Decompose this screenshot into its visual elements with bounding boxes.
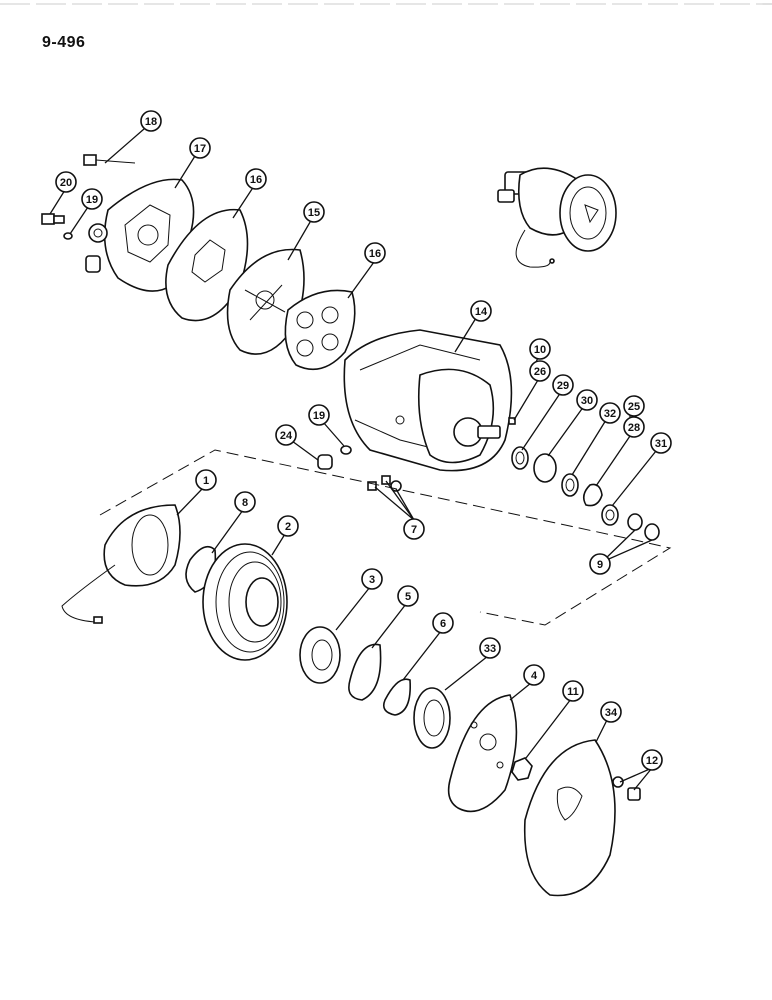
shim-33 — [413, 687, 451, 749]
callout-1: 1 — [195, 469, 217, 491]
shim-9a — [627, 513, 643, 531]
callout-16-left: 16 — [245, 168, 267, 190]
svg-text:7: 7 — [411, 524, 417, 536]
callout-31: 31 — [650, 432, 672, 454]
svg-text:8: 8 — [242, 497, 248, 509]
svg-text:19: 19 — [313, 410, 325, 422]
svg-text:3: 3 — [369, 574, 375, 586]
compressor-body-14 — [343, 329, 513, 472]
callout-32: 32 — [599, 402, 621, 424]
svg-text:5: 5 — [405, 591, 411, 603]
armature-plate-4 — [447, 694, 518, 813]
shim-9b — [644, 523, 660, 541]
callout-4: 4 — [523, 664, 545, 686]
pulley-2 — [202, 543, 288, 661]
seal-seat-32 — [561, 473, 579, 497]
snap-ring-28 — [582, 483, 603, 507]
callout-11: 11 — [562, 680, 584, 702]
svg-text:10: 10 — [534, 344, 546, 356]
callout-25: 25 — [623, 395, 645, 417]
svg-text:9: 9 — [597, 559, 603, 571]
o-ring-19-mid — [340, 445, 352, 455]
callout-12: 12 — [641, 749, 663, 771]
callout-6: 6 — [432, 612, 454, 634]
svg-text:16: 16 — [369, 248, 381, 260]
nut-11 — [511, 757, 533, 781]
bearing-3 — [299, 626, 341, 684]
svg-text:15: 15 — [308, 207, 320, 219]
svg-text:14: 14 — [475, 306, 488, 318]
callout-7: 7 — [403, 518, 425, 540]
svg-text:16: 16 — [250, 174, 262, 186]
cover-34 — [523, 739, 616, 897]
callout-18: 18 — [140, 110, 162, 132]
svg-text:1: 1 — [203, 475, 209, 487]
callout-2: 2 — [277, 515, 299, 537]
svg-text:25: 25 — [628, 401, 640, 413]
svg-text:24: 24 — [280, 430, 293, 442]
field-coil-1 — [61, 504, 181, 624]
callout-34: 34 — [600, 701, 622, 723]
callout-10: 10 — [529, 338, 551, 360]
callout-5: 5 — [397, 585, 419, 607]
gasket-16-right — [284, 289, 356, 371]
callout-19-mid: 19 — [308, 404, 330, 426]
svg-text:26: 26 — [534, 366, 546, 378]
callout-3: 3 — [361, 568, 383, 590]
callout-9: 9 — [589, 553, 611, 575]
svg-text:32: 32 — [604, 408, 616, 420]
callout-15: 15 — [303, 201, 325, 223]
callout-28: 28 — [623, 416, 645, 438]
callout-17: 17 — [189, 137, 211, 159]
callout-16-right: 16 — [364, 242, 386, 264]
callout-24: 24 — [275, 424, 297, 446]
felt-31 — [601, 504, 619, 526]
callout-20: 20 — [55, 171, 77, 193]
callout-19-top: 19 — [81, 188, 103, 210]
bolts-12 — [612, 776, 641, 801]
inset-compressor-view — [497, 167, 617, 268]
callout-30: 30 — [576, 389, 598, 411]
svg-text:11: 11 — [567, 686, 579, 698]
plug-24 — [317, 454, 333, 470]
svg-text:6: 6 — [440, 618, 446, 630]
o-ring-19-top — [63, 232, 73, 240]
svg-text:17: 17 — [194, 143, 206, 155]
svg-text:31: 31 — [655, 438, 667, 450]
fitting-20 — [41, 213, 65, 225]
o-ring-30 — [533, 453, 557, 483]
callout-26: 26 — [529, 360, 551, 382]
snap-ring-6 — [382, 678, 412, 716]
callout-33: 33 — [479, 637, 501, 659]
key-26 — [508, 417, 516, 425]
seal-29 — [511, 446, 529, 470]
callout-14: 14 — [470, 300, 492, 322]
svg-text:28: 28 — [628, 422, 640, 434]
svg-text:4: 4 — [531, 670, 538, 682]
svg-text:12: 12 — [646, 755, 658, 767]
svg-text:19: 19 — [86, 194, 98, 206]
svg-text:2: 2 — [285, 521, 291, 533]
callout-8: 8 — [234, 491, 256, 513]
svg-text:20: 20 — [60, 177, 72, 189]
bolt-18 — [83, 154, 136, 166]
svg-text:33: 33 — [484, 643, 496, 655]
page-number: 9-496 — [42, 34, 86, 51]
svg-text:29: 29 — [557, 380, 569, 392]
assembly-boundary — [99, 449, 672, 626]
svg-text:18: 18 — [145, 116, 157, 128]
svg-text:30: 30 — [581, 395, 593, 407]
callout-29: 29 — [552, 374, 574, 396]
snap-ring-5 — [348, 643, 382, 701]
svg-text:34: 34 — [605, 707, 618, 719]
